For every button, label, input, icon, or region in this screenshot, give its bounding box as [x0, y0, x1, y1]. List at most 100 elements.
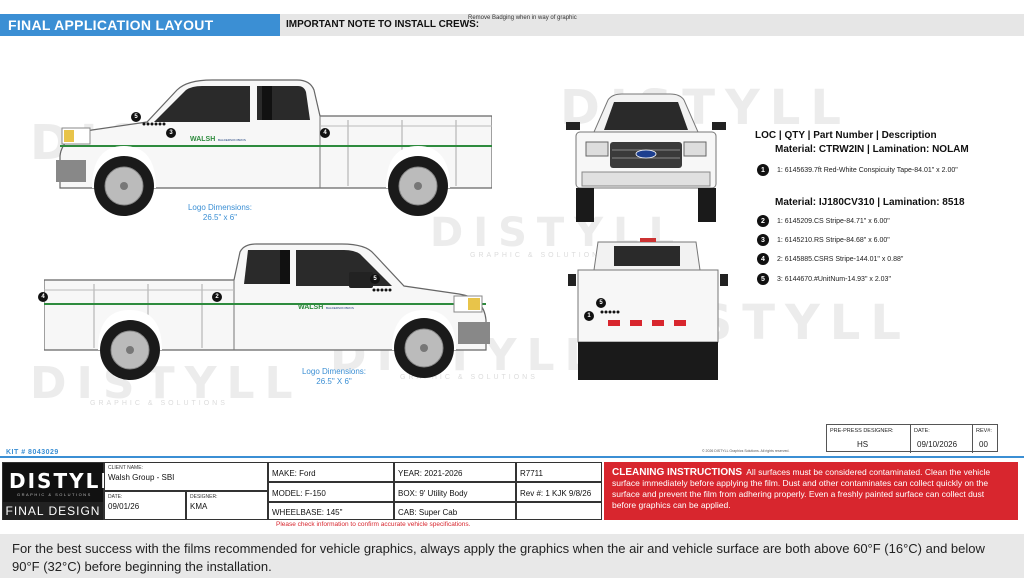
cleaning-instructions: CLEANING INSTRUCTIONS All surfaces must …	[604, 462, 1018, 520]
logo-dim-size: 26.5" x 6"	[202, 213, 238, 222]
legend-material-1: Material: CTRW2IN | Lamination: NOLAM	[775, 144, 969, 155]
legend-item: 5 3: 6144670.#UnitNum-14.93" x 2.03"	[757, 273, 891, 285]
client-cell: CLIENT NAME: Walsh Group - SBI	[104, 462, 268, 491]
logo-dimensions-top: Logo Dimensions: 26.5" x 6"	[185, 203, 255, 223]
temperature-note: For the best success with the films reco…	[0, 534, 1024, 578]
design-stage: FINAL DESIGN	[3, 502, 103, 520]
callout-5: 5	[131, 112, 141, 122]
date-cell: DATE: 09/01/26	[104, 491, 186, 520]
cab-value: CAB: Super Cab	[398, 508, 458, 517]
wheelbase-cell: WHEELBASE: 145"	[268, 502, 394, 520]
door-logo-company: WALSH	[190, 136, 216, 143]
legend-item: 4 2: 6145885.CSRS Stripe-144.01" x 0.88"	[757, 253, 903, 265]
logo-dim-title: Logo Dimensions:	[187, 203, 253, 212]
revision-value: Rev #: 1 KJK 9/8/26	[520, 489, 592, 498]
legend-loc-badge: 2	[757, 215, 769, 227]
legend-item: 1 1: 6145639.7ft Red-White Conspicuity T…	[757, 164, 958, 176]
legend-loc-badge: 1	[757, 164, 769, 176]
legend-item-text: 1: 6145210.RS Stripe-84.68" x 6.00"	[777, 236, 890, 244]
door-logo-passenger: WALSH	[298, 304, 323, 311]
watermark-sub: GRAPHIC & SOLUTIONS	[400, 374, 538, 381]
prepress-rev-cell: REV#: 00	[973, 425, 998, 453]
date-value: 09/01/26	[108, 502, 140, 511]
watermark-sub: GRAPHIC & SOLUTIONS	[470, 252, 608, 259]
cleaning-title: CLEANING INSTRUCTIONS	[612, 467, 742, 478]
kit-number: KIT # 8043029	[6, 449, 59, 456]
legend-material-2: Material: IJ180CV310 | Lamination: 8518	[775, 197, 965, 208]
driver-side-view	[56, 79, 492, 216]
legend-item-text: 3: 6144670.#UnitNum-14.93" x 2.03"	[777, 275, 891, 283]
wheelbase-value: WHEELBASE: 145"	[272, 508, 343, 517]
year-cell: YEAR: 2021-2026	[394, 462, 516, 482]
client-value: Walsh Group - SBI	[108, 473, 175, 482]
designer-value: KMA	[190, 502, 208, 511]
door-logo-partner: BALDERSON BROS	[218, 138, 246, 142]
blank-cell	[516, 502, 602, 520]
prepress-designer-label: PRE-PRESS DESIGNER:	[830, 428, 894, 434]
prepress-date-value: 09/10/2026	[917, 440, 958, 449]
callout-4: 4	[38, 292, 48, 302]
brand-block: DISTYLL GRAPHIC & SOLUTIONS FINAL DESIGN	[2, 462, 113, 520]
page-title: FINAL APPLICATION LAYOUT	[0, 14, 280, 36]
watermark-sub: GRAPHIC & SOLUTIONS	[90, 400, 228, 407]
watermark-brand: DISTYLL	[30, 358, 303, 409]
model-cell: MODEL: F-150	[268, 482, 394, 502]
make-cell: MAKE: Ford	[268, 462, 394, 482]
rev-cell: Rev #: 1 KJK 9/8/26	[516, 482, 602, 502]
install-note-text: Remove Badging when in way of graphic	[468, 15, 577, 21]
client-label: CLIENT NAME:	[108, 465, 143, 471]
legend-heading: LOC | QTY | Part Number | Description	[755, 130, 937, 141]
prepress-rev-value: 00	[979, 440, 988, 449]
legend-loc-badge: 4	[757, 253, 769, 265]
prepress-designer-value: HS	[857, 440, 869, 449]
box-cell: BOX: 9' Utility Body	[394, 482, 516, 502]
date-label: DATE:	[108, 494, 123, 500]
designer-cell: DESIGNER: KMA	[186, 491, 268, 520]
legend-item: 2 1: 6145209.CS Stripe-84.71" x 6.00"	[757, 215, 890, 227]
legend-item: 3 1: 6145210.RS Stripe-84.68" x 6.00"	[757, 234, 890, 246]
callout-5: 5	[596, 298, 606, 308]
logo-dim-size: 26.5" X 6"	[316, 377, 352, 386]
prepress-date-label: DATE:	[914, 428, 930, 434]
header-note-bar	[280, 14, 1024, 36]
callout-3: 3	[166, 128, 176, 138]
model-value: MODEL: F-150	[272, 489, 326, 498]
logo-dim-title: Logo Dimensions:	[301, 367, 367, 376]
legend-loc-badge: 3	[757, 234, 769, 246]
door-logo-driver: WALSH	[190, 136, 215, 143]
front-view	[566, 93, 726, 222]
prepress-designer-cell: PRE-PRESS DESIGNER: HS	[827, 425, 911, 453]
callout-1: 1	[584, 311, 594, 321]
logo-dimensions-bottom: Logo Dimensions: 26.5" X 6"	[294, 367, 374, 387]
legend-item-text: 1: 6145209.CS Stripe-84.71" x 6.00"	[777, 217, 890, 225]
passenger-side-view	[44, 243, 490, 380]
legend-item-text: 2: 6145885.CSRS Stripe-144.01" x 0.88"	[777, 255, 904, 263]
year-value: YEAR: 2021-2026	[398, 469, 463, 478]
brand-subtitle: GRAPHIC & SOLUTIONS	[17, 492, 92, 497]
prepress-box: PRE-PRESS DESIGNER: HS DATE: 09/10/2026 …	[826, 424, 998, 453]
brand-logo: DISTYLL	[9, 469, 116, 493]
box-value: BOX: 9' Utility Body	[398, 489, 468, 498]
callout-2: 2	[212, 292, 222, 302]
prepress-date-cell: DATE: 09/10/2026	[911, 425, 973, 453]
door-logo-partner-text: BALDERSON BROS	[326, 306, 354, 310]
door-logo-company: WALSH	[298, 304, 324, 311]
legend-item-text: 1: 6145639.7ft Red-White Conspicuity Tap…	[777, 166, 958, 174]
spec-warning: Please check information to confirm accu…	[276, 521, 471, 528]
copyright: © 2026 DISTYLL Graphics Solutions. All r…	[702, 449, 790, 453]
cleaning-text: All surfaces must be considered contamin…	[612, 467, 991, 510]
designer-label: DESIGNER:	[190, 494, 218, 500]
cab-cell: CAB: Super Cab	[394, 502, 516, 520]
job-number: R7711	[520, 469, 543, 478]
door-logo-partner-text: BALDERSON BROS	[218, 138, 246, 142]
door-logo-partner: BALDERSON BROS	[326, 306, 354, 310]
callout-4: 4	[320, 128, 330, 138]
job-cell: R7711	[516, 462, 602, 482]
legend-loc-badge: 5	[757, 273, 769, 285]
install-note-label: IMPORTANT NOTE TO INSTALL CREWS:	[286, 19, 480, 30]
prepress-rev-label: REV#:	[976, 428, 992, 434]
divider	[0, 456, 1024, 458]
callout-5: 5	[370, 274, 380, 284]
rear-view	[568, 238, 728, 380]
make-value: MAKE: Ford	[272, 469, 316, 478]
